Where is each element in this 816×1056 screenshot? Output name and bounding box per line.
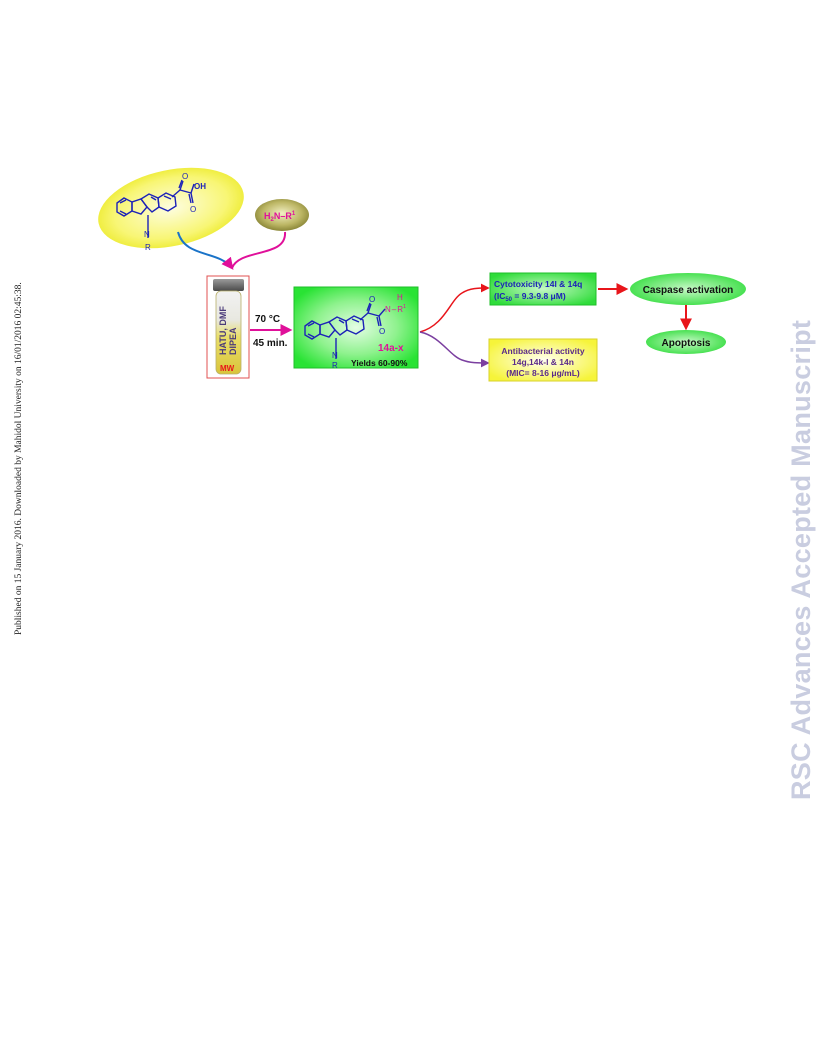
product-nh-label: N–R1 xyxy=(385,304,406,314)
product-nh-hydrogen: H xyxy=(397,293,403,302)
acid-carbonyl-oxygen: O xyxy=(190,205,196,214)
vial-frame xyxy=(206,275,250,379)
caspase-label: Caspase activation xyxy=(643,285,734,296)
product-nitrogen: N xyxy=(332,351,338,360)
acid-r-group: R xyxy=(145,243,151,252)
caspase-ellipse xyxy=(630,273,746,305)
vial-reagents-line2: DIPEA xyxy=(228,327,238,355)
vial-reagents-line1: HATU, DMF xyxy=(218,306,228,355)
microwave-label: MW xyxy=(220,364,235,373)
to-antibacterial-arrow xyxy=(419,331,490,368)
acid-ketone-oxygen: O xyxy=(182,172,188,181)
temperature-label: 70 °C xyxy=(255,314,280,325)
antibacterial-mic: (MIC= 8-16 μg/mL) xyxy=(506,368,580,378)
starting-acid-ellipse xyxy=(98,167,244,249)
starting-acid-structure xyxy=(116,179,195,238)
product-code: 14a-x xyxy=(378,343,404,354)
time-label: 45 min. xyxy=(253,338,288,349)
amine-to-vial-arrow xyxy=(231,231,287,269)
acid-to-vial-arrow xyxy=(177,231,234,270)
amine-ellipse xyxy=(255,199,309,231)
vial-tube xyxy=(215,290,242,375)
apoptosis-label: Apoptosis xyxy=(662,338,711,349)
antibacterial-compounds: 14g,14k-l & 14n xyxy=(512,357,574,367)
cytotoxicity-box xyxy=(489,272,597,306)
cytotoxicity-title: Cytotoxicity 14l & 14q xyxy=(494,279,582,289)
acid-hydroxyl: OH xyxy=(194,182,206,191)
product-ketone-oxygen: O xyxy=(369,295,375,304)
acid-nitrogen: N xyxy=(144,230,150,239)
antibacterial-box xyxy=(488,338,598,382)
apoptosis-ellipse xyxy=(646,330,726,354)
product-structure xyxy=(304,302,386,359)
product-box xyxy=(293,286,419,369)
amine-label: H2N–R1 xyxy=(264,211,296,223)
antibacterial-title: Antibacterial activity xyxy=(501,346,584,356)
cytotoxicity-ic50: (IC50 = 9.3-9.8 μM) xyxy=(494,291,566,303)
vial-cap xyxy=(213,279,244,291)
to-cytotoxicity-arrow xyxy=(419,283,490,333)
yields-label: Yields 60-90% xyxy=(351,358,408,368)
product-amide-oxygen: O xyxy=(379,327,385,336)
product-r-group: R xyxy=(332,361,338,370)
